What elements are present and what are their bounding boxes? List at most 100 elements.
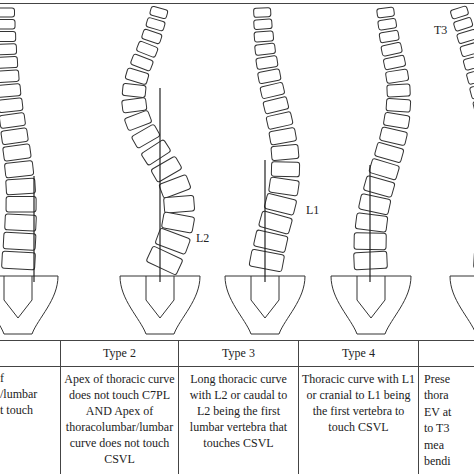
vertebra [146,17,166,31]
vertebra [379,127,407,146]
vertebra [453,17,473,31]
table-divider [418,340,419,474]
vertebra [456,29,474,44]
pelvis [0,276,58,334]
vertebra [3,232,36,250]
vertebra [271,162,299,177]
table-border [0,3,474,4]
vertebra [466,68,474,85]
vertebra [385,69,409,84]
spine [331,7,411,334]
vertebra [0,112,26,128]
vertebra [463,54,474,70]
vertebra [0,8,15,17]
table-cell: mea [424,437,474,453]
plumb-line [159,88,160,282]
table-header: Type 3 [179,345,298,361]
vertebra [269,127,297,145]
table-cell: f [0,370,58,386]
vertebra [0,83,21,97]
vertebra [383,112,410,129]
vertebra [386,98,411,112]
table-cell: t touch [0,402,58,418]
table-cell: to T3 [424,420,474,436]
pelvis [450,276,474,334]
spine [450,6,474,334]
vertebra [0,70,19,83]
vertebra [355,213,388,233]
vertebra [6,196,36,212]
table-cell: /lumbar [0,386,58,402]
vertebra [450,6,469,20]
vertebra [379,30,399,43]
spine-group [0,6,474,334]
table-border [0,366,474,367]
sacrum [251,276,279,318]
table-cell: Apex of thoracic curve does not touch C7… [64,371,175,467]
sacrum [357,276,385,318]
vertebra [269,177,300,196]
vertebra [6,178,36,195]
plumb-line [33,176,34,282]
vertebra [2,251,36,270]
table-grid [0,4,474,474]
level-label: T3 [434,22,464,38]
vertebra [122,98,147,113]
table-cell: Prese [424,371,474,387]
level-label: L1 [306,202,336,218]
vertebra [125,68,149,85]
table-cell: bendi [424,453,474,469]
vertebra [473,96,474,114]
vertebra [122,83,146,97]
vertebra [149,6,168,19]
vertebra [5,214,37,231]
vertebra [363,175,395,197]
plumb-line [369,165,370,282]
vertebra [260,82,285,99]
vertebra [266,111,293,129]
table-cell: thora [424,387,474,403]
pelvis [120,276,200,334]
vertebra [146,246,183,275]
vertebra [358,193,391,215]
vertebra [469,82,474,99]
vertebra [164,195,195,213]
vertebra [254,19,273,30]
table-header: Type 4 [299,345,418,361]
vertebra [377,7,395,18]
vertebra [4,160,33,178]
spine [225,8,305,334]
vertebra [256,55,278,69]
vertebra [3,144,32,162]
vertebra [378,18,397,30]
vertebra [0,56,18,68]
vertebra [0,44,17,55]
table-divider [60,340,61,474]
table-cell: Long thoracic curve with L2 or caudal to… [182,371,295,451]
vertebra [141,29,162,44]
spine [0,8,58,334]
vertebra [255,43,276,56]
vertebra [0,98,23,113]
vertebra [263,96,289,114]
vertebra [253,230,288,253]
vertebra [0,31,16,41]
table-cell: Thoracic curve with L1 or cranial to L1 … [302,371,415,435]
vertebra [460,41,474,57]
vertebra [271,144,299,160]
table-divider [298,340,299,474]
pelvis [331,276,411,334]
table-border [0,340,474,341]
vertebra [381,42,403,56]
plumb-line [264,160,265,282]
sacrum [146,276,174,318]
table-cell: EV at [424,404,474,420]
vertebra [1,128,29,145]
level-label: L2 [196,230,226,246]
vertebra [0,19,15,29]
vertebra [387,84,411,97]
vertebra [254,31,274,43]
spine [120,6,200,334]
